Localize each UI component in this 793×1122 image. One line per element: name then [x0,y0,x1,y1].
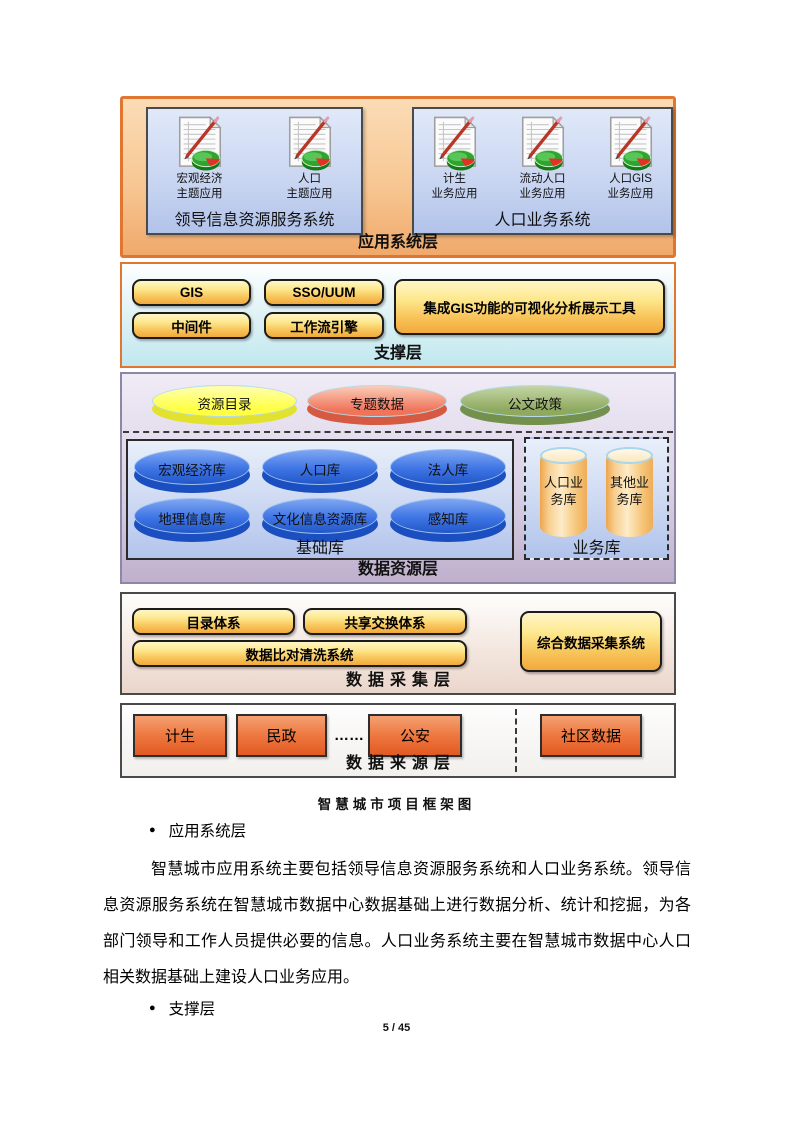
smart-city-framework-diagram: 宏观经济 主题应用 人口 主题应用 领导信息资源服务系统 计生 业务应用 [120,96,676,786]
resource-catalog-disk: 资源目录 [152,385,297,425]
bullet-item-support-layer: ● 支撑层 [149,997,215,1019]
doc-chart-icon [283,115,337,171]
doc-chart-icon [173,115,227,171]
disk-label: 感知库 [427,512,469,527]
figure-caption: 智慧城市项目框架图 [317,797,476,812]
app-label: 计生 业务应用 [431,173,478,200]
data-collection-layer: 目录体系 共享交换体系 数据比对清洗系统 综合数据采集系统 数据采集层 [120,592,676,695]
community-data-source-box: 社区数据 [540,714,642,757]
app-item: 计生 业务应用 [415,115,495,202]
disk-top [390,449,506,485]
disk-top [152,385,297,417]
app-label: 人口 主题应用 [286,173,333,200]
app-label: 人口GIS 业务应用 [607,173,654,200]
disk-top [390,498,506,534]
data-source-layer-label: 数据来源层 [345,755,456,772]
data-resource-layer-label: 数据资源层 [357,561,438,578]
culture-info-db-disk: 文化信息资源库 [262,498,378,542]
disk-top [134,498,250,534]
civil-affairs-source-box: 民政 [236,714,327,757]
base-group-label: 基础库 [295,540,344,557]
app-icons-row: 计生 业务应用 流动人口 业务应用 人口GIS 业务应用 [414,109,671,202]
application-layer-label: 应用系统层 [357,234,438,251]
doc-chart-icon [516,115,570,171]
integrated-data-collection-system-box: 综合数据采集系统 [520,611,662,672]
disk-top [262,498,378,534]
business-database-group: 人口业 务库 其他业 务库 业务库 [524,437,669,560]
system-box-label: 领导信息资源服务系统 [174,212,335,229]
app-item: 宏观经济 主题应用 [160,115,240,202]
disk-top [460,385,610,417]
gis-box: GIS [132,279,251,306]
app-item: 流动人口 业务应用 [503,115,583,202]
data-resource-layer: 资源目录 专题数据 公文政策 宏观经济库 [120,372,676,584]
bullet-icon: ● [149,1001,156,1014]
disk-label: 公文政策 [508,397,562,412]
support-layer: GIS SSO/UUM 中间件 工作流引擎 集成GIS功能的可视化分析展示工具 … [120,262,676,368]
dashed-divider [123,431,673,433]
app-item: 人口GIS 业务应用 [591,115,671,202]
sso-uum-box: SSO/UUM [264,279,384,306]
system-box-label: 人口业务系统 [494,212,591,229]
disk-top [134,449,250,485]
cylinder-label: 其他业 务库 [609,475,649,507]
bullet-label: 支撑层 [168,1001,216,1018]
data-collection-layer-label: 数据采集层 [345,672,456,689]
share-exchange-system-box: 共享交换体系 [303,608,467,635]
app-label: 宏观经济 主题应用 [176,173,223,200]
page-number: 5 / 45 [382,1022,411,1034]
base-database-group: 宏观经济库 人口库 法人库 地理信息库 [126,439,514,560]
disk-label: 专题数据 [350,397,404,412]
macro-economy-db-disk: 宏观经济库 [134,449,250,493]
disk-label: 文化信息资源库 [272,512,368,527]
leader-info-service-system-box: 宏观经济 主题应用 人口 主题应用 领导信息资源服务系统 [146,107,363,235]
doc-chart-icon [604,115,658,171]
bullet-item-application-layer: ● 应用系统层 [149,819,246,841]
family-planning-source-box: 计生 [133,714,227,757]
application-system-layer: 宏观经济 主题应用 人口 主题应用 领导信息资源服务系统 计生 业务应用 [120,96,676,258]
population-db-disk: 人口库 [262,449,378,493]
bullet-label: 应用系统层 [168,823,247,840]
data-compare-clean-system-box: 数据比对清洗系统 [132,640,467,667]
disk-label: 法人库 [427,463,469,478]
doc-chart-icon [428,115,482,171]
body-paragraph: 智慧城市应用系统主要包括领导信息资源服务系统和人口业务系统。领导信息资源服务系统… [103,861,691,986]
population-business-system-box: 计生 业务应用 流动人口 业务应用 人口GIS 业务应用 人口业务系统 [412,107,673,235]
catalog-system-box: 目录体系 [132,608,295,635]
disk-label: 地理信息库 [158,512,226,527]
official-policy-disk: 公文政策 [460,385,610,425]
disk-label: 资源目录 [197,397,252,412]
app-item: 人口 主题应用 [270,115,350,202]
disk-label: 宏观经济库 [158,463,226,478]
geographic-info-db-disk: 地理信息库 [134,498,250,542]
disk-top [262,449,378,485]
middleware-box: 中间件 [132,312,251,339]
dashed-vertical-divider [515,709,517,772]
app-label: 流动人口 业务应用 [519,173,566,200]
gis-visual-analysis-tool-box: 集成GIS功能的可视化分析展示工具 [394,279,665,335]
business-group-label: 业务库 [572,540,621,557]
public-security-source-box: 公安 [368,714,462,757]
disk-top [307,385,447,417]
theme-data-disk: 专题数据 [307,385,447,425]
other-business-db-cylinder: 其他业 务库 [606,447,653,537]
cylinder-label: 人口业 务库 [543,475,583,507]
perception-db-disk: 感知库 [390,498,506,542]
data-source-layer: 计生 民政 …… 公安 社区数据 数据来源层 [120,703,676,778]
ellipsis-text: …… [334,727,364,744]
population-business-db-cylinder: 人口业 务库 [540,447,587,537]
disk-label: 人口库 [299,463,341,478]
app-icons-row: 宏观经济 主题应用 人口 主题应用 [148,109,361,202]
support-layer-label: 支撑层 [373,345,422,362]
bullet-icon: ● [149,823,156,836]
workflow-engine-box: 工作流引擎 [264,312,384,339]
legal-person-db-disk: 法人库 [390,449,506,493]
